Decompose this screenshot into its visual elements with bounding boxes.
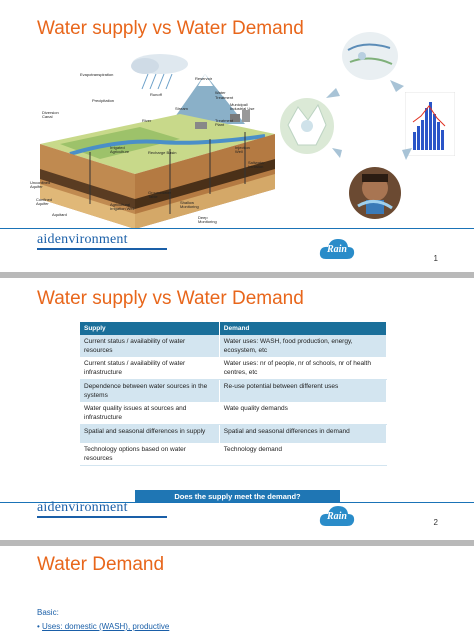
table-row: Technology options based on water resour… [80, 442, 388, 466]
brand-logo: aidenvironment [37, 500, 128, 515]
slide-rule [0, 502, 474, 503]
svg-text:Confined: Confined [36, 197, 52, 202]
svg-text:Recharge Basin: Recharge Basin [148, 150, 176, 155]
basic-label: Basic: [37, 608, 59, 617]
page-number: 2 [433, 518, 438, 527]
svg-text:Treatment: Treatment [215, 95, 234, 100]
table-row: Current status / availability of water r… [80, 335, 388, 357]
table-cell: Technology demand [219, 442, 388, 466]
svg-text:Agricultural: Agricultural [110, 202, 130, 207]
table-cell: Water uses: nr of people, nr of schools,… [219, 357, 388, 380]
page-number: 1 [433, 254, 438, 263]
slide-title: Water supply vs Water Demand [37, 288, 304, 309]
slide-2: Water supply vs Water Demand Supply Dema… [0, 278, 474, 540]
svg-text:Irrigated: Irrigated [110, 145, 125, 150]
rainfall-bar-chart-image [405, 92, 455, 156]
svg-text:Unconfined: Unconfined [30, 180, 50, 185]
svg-text:Diversion: Diversion [42, 110, 59, 115]
svg-text:Plant: Plant [215, 122, 225, 127]
svg-text:Runoff: Runoff [150, 92, 163, 97]
svg-text:Intrusion: Intrusion [248, 164, 263, 169]
svg-text:Agriculture: Agriculture [110, 149, 130, 154]
slide-separator [0, 540, 474, 546]
slide-1: Water supply vs Water Demand [0, 0, 474, 272]
bullet-text: Uses: domestic (WASH), productive [42, 622, 170, 631]
slide-separator [0, 272, 474, 278]
table-cell: Technology options based on water resour… [80, 442, 220, 466]
svg-text:Municipal/: Municipal/ [230, 102, 249, 107]
svg-text:Canal: Canal [42, 114, 53, 119]
table-cell: Water uses: WASH, food production, energ… [219, 335, 388, 357]
table-header-row: Supply Demand [80, 322, 388, 335]
svg-text:Aquitard: Aquitard [52, 212, 67, 217]
bullet-item: • Uses: domestic (WASH), productive [37, 622, 170, 631]
rain-logo-text: Rain [326, 244, 347, 255]
svg-text:Precipitation: Precipitation [92, 98, 114, 103]
table-cell: Water quality issues at sources and infr… [80, 402, 220, 425]
supply-demand-question-banner: Does the supply meet the demand? [135, 490, 340, 503]
child-drinking-water-image [349, 167, 401, 219]
brand-logo: aidenvironment [37, 232, 128, 247]
table-cell: Re-use potential between different uses [219, 379, 388, 402]
slide-title: Water supply vs Water Demand [37, 18, 304, 39]
supply-demand-table: Supply Demand Current status / availabil… [80, 322, 388, 466]
slide-3: Water Demand Basic: • Uses: domestic (WA… [0, 546, 474, 632]
brand-underline [37, 516, 167, 518]
svg-text:Water: Water [215, 90, 226, 95]
table-row: Water quality issues at sources and infr… [80, 402, 388, 425]
water-cycle-circle-image [342, 32, 398, 80]
svg-text:Groundwater: Groundwater [148, 190, 172, 195]
cycle-arrows [326, 80, 412, 160]
rain-cloud-logo: Rain [318, 235, 356, 263]
svg-text:Monitoring: Monitoring [180, 204, 199, 209]
svg-text:Aquifer: Aquifer [30, 184, 43, 189]
svg-text:Reservoir: Reservoir [195, 76, 213, 81]
svg-text:Shallow: Shallow [180, 200, 194, 205]
table-row: Spatial and seasonal differences in supp… [80, 424, 388, 443]
table-row: Current status / availability of water i… [80, 357, 388, 380]
slide-title: Water Demand [37, 554, 165, 575]
svg-text:Deep: Deep [198, 215, 208, 220]
svg-text:Evapotranspiration: Evapotranspiration [80, 72, 113, 77]
table-header-supply: Supply [80, 322, 220, 335]
table-cell: Spatial and seasonal differences in dema… [219, 424, 388, 443]
brand-underline [37, 248, 167, 250]
svg-text:Table: Table [148, 194, 158, 199]
table-cell: Current status / availability of water r… [80, 335, 220, 357]
svg-text:Monitoring: Monitoring [198, 219, 217, 224]
table-cell: Wate quality demands [219, 402, 388, 425]
table-cell: Current status / availability of water i… [80, 357, 220, 380]
table-row: Dependence between water sources in the … [80, 379, 388, 402]
svg-text:Saltwater: Saltwater [248, 160, 265, 165]
rain-logo-text: Rain [326, 511, 347, 522]
svg-text:River: River [142, 118, 152, 123]
table-cell: Dependence between water sources in the … [80, 379, 220, 402]
ice-splash-image [280, 98, 334, 154]
svg-text:Injection: Injection [235, 145, 250, 150]
table-cell: Spatial and seasonal differences in supp… [80, 424, 220, 443]
table-header-demand: Demand [219, 322, 388, 335]
svg-text:Aquifer: Aquifer [36, 201, 49, 206]
hydrological-cycle-diagram-image: Evapotranspiration Precipitation Runoff … [30, 54, 275, 229]
rain-cloud-logo: Rain [318, 502, 356, 530]
svg-text:Stream: Stream [175, 106, 189, 111]
svg-text:Well: Well [235, 149, 243, 154]
svg-text:Industrial Use: Industrial Use [230, 106, 255, 111]
svg-text:Treatment: Treatment [215, 118, 234, 123]
svg-text:Irrigation Well: Irrigation Well [110, 206, 134, 211]
slide-rule [0, 228, 474, 229]
